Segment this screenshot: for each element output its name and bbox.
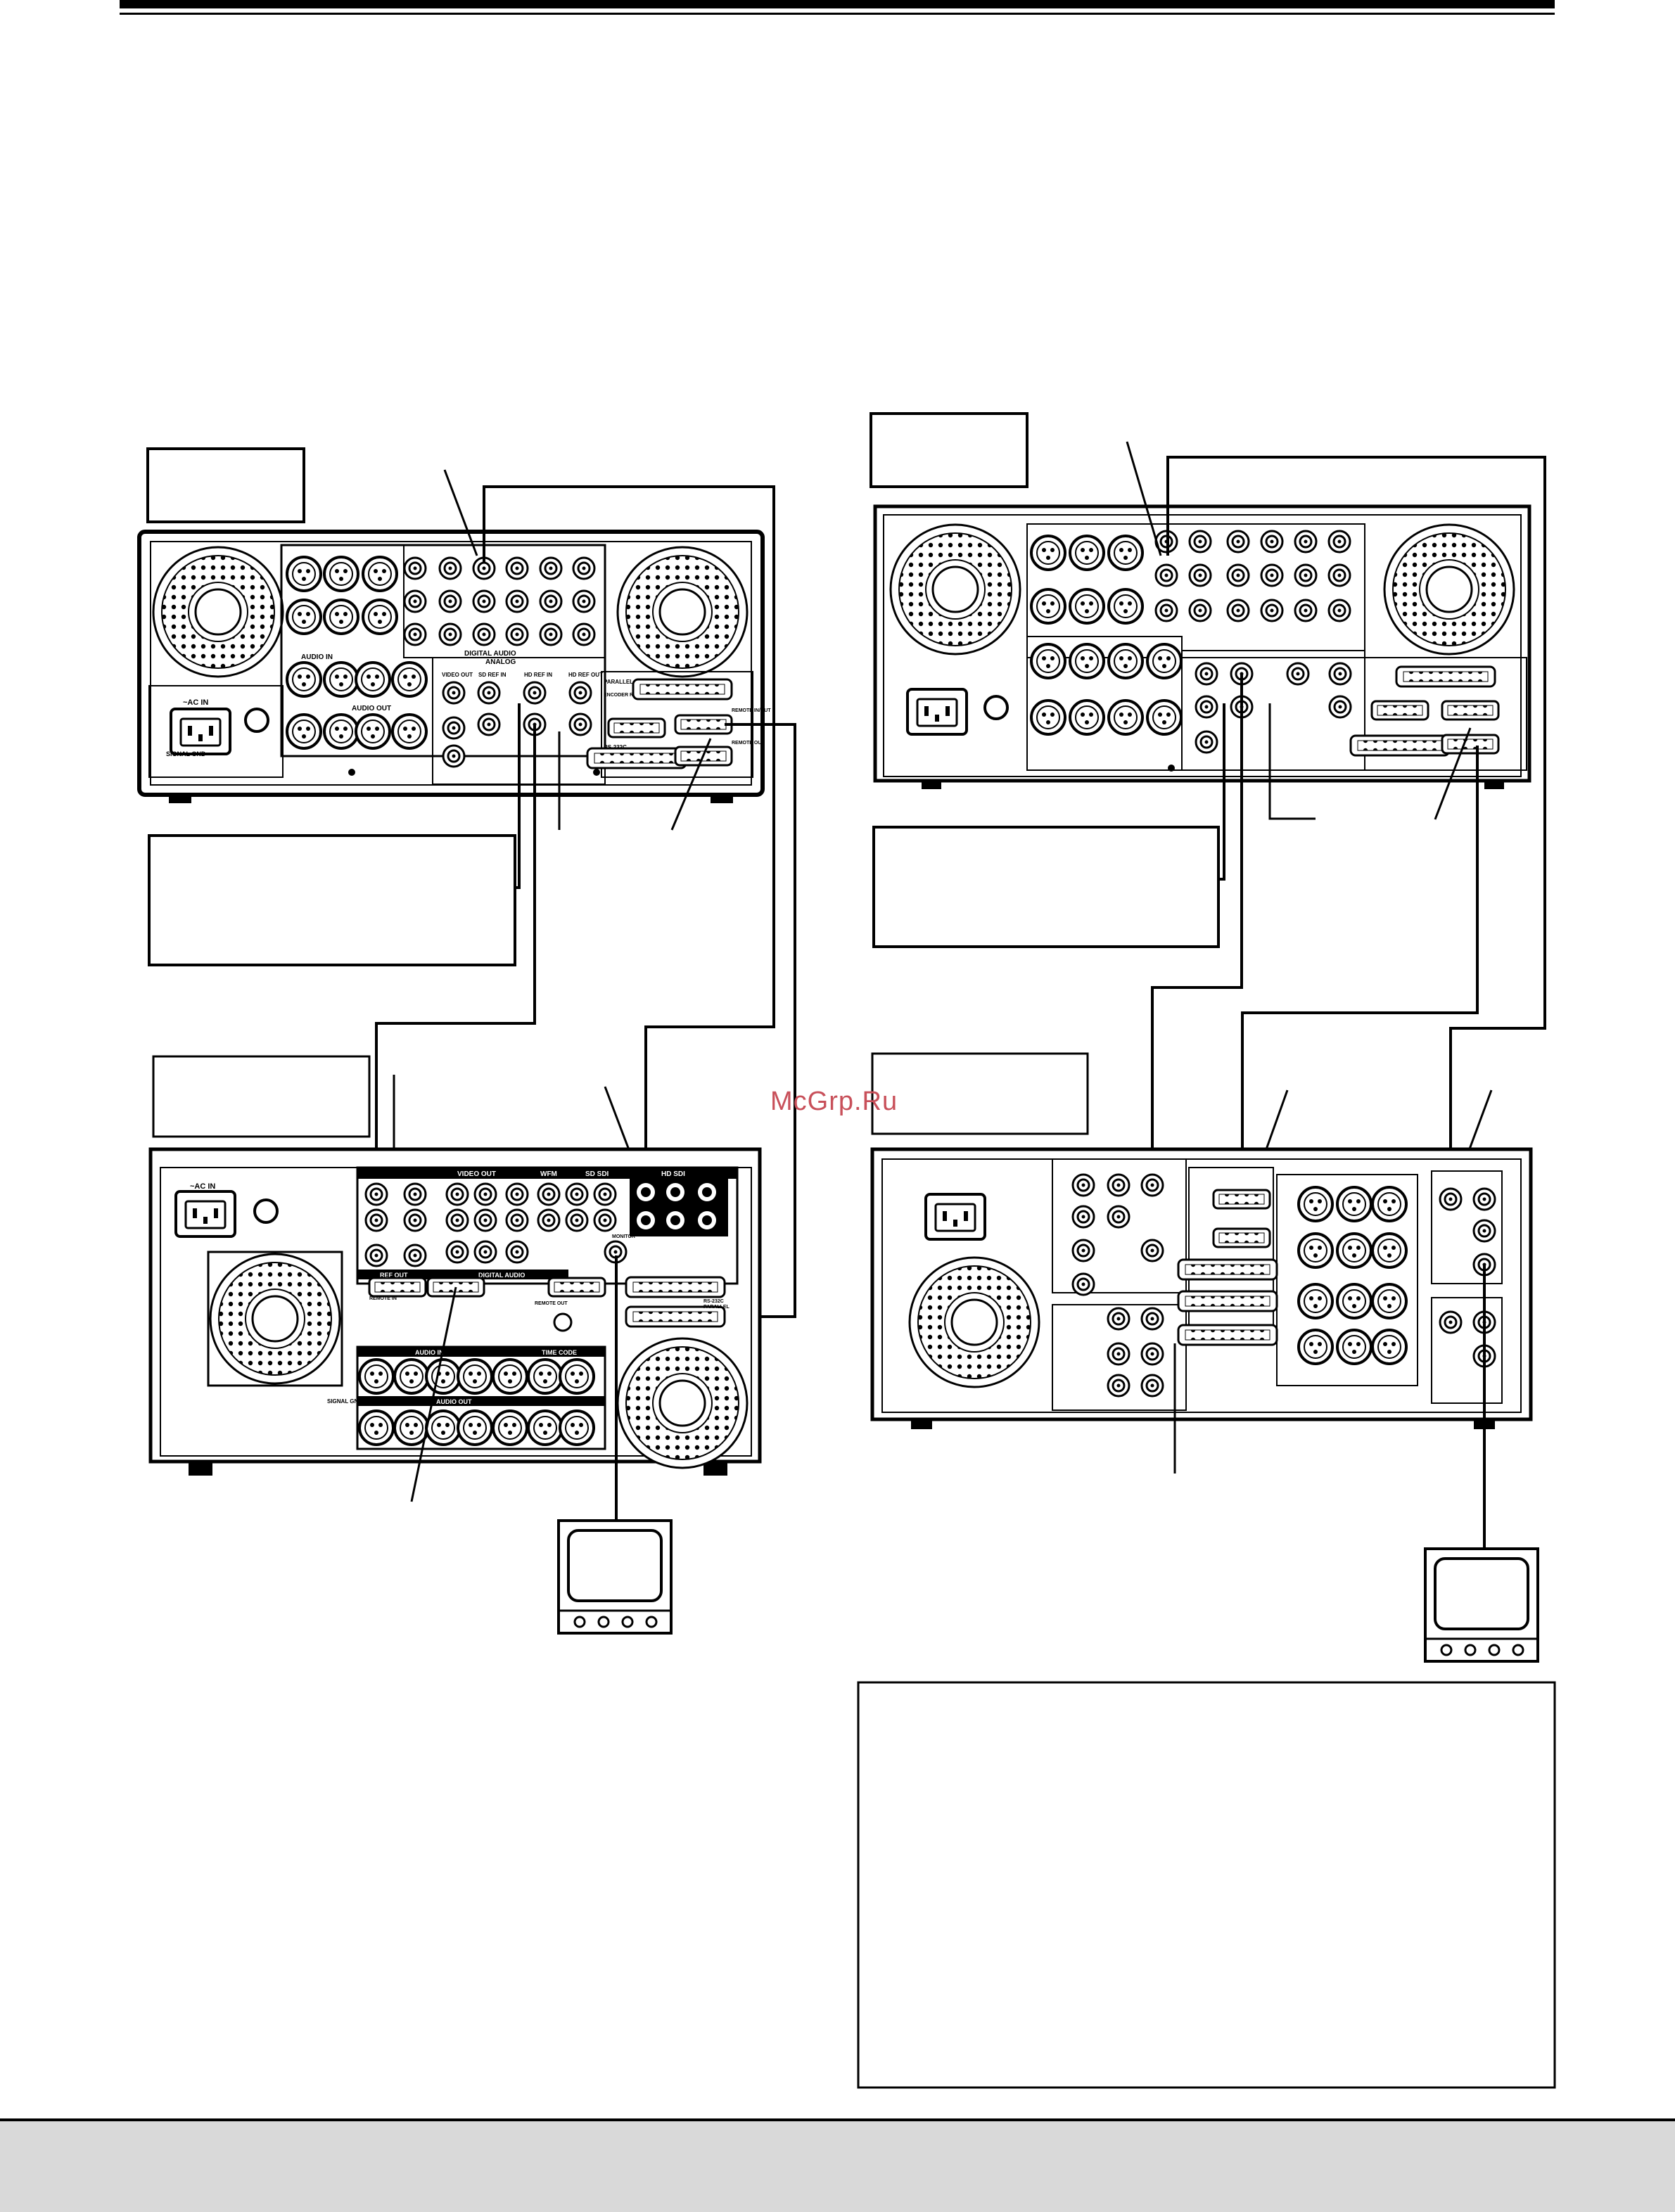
left-video-out-label: VIDEO OUT xyxy=(442,672,473,678)
label-box-left-note xyxy=(148,834,516,966)
left-analog-label: ANALOG xyxy=(485,658,516,666)
lower-left-ac-in-label: ~AC IN xyxy=(190,1182,215,1191)
label-box-left-recorder xyxy=(152,1055,371,1138)
left-remote-out-label: REMOTE OUT xyxy=(732,741,765,746)
left-rs232c-label: RS-232C xyxy=(604,744,627,750)
left-audio-out-label: AUDIO OUT xyxy=(352,705,391,712)
left-digital-audio-label: DIGITAL AUDIO xyxy=(464,650,516,658)
left-encoder-remote-label: ENCODER REMOTE xyxy=(604,693,651,698)
watermark-text: McGrp.Ru xyxy=(770,1087,898,1116)
lower-left-video-out-label: VIDEO OUT xyxy=(457,1170,496,1178)
lower-left-parallel-label: PARALLEL xyxy=(703,1305,730,1310)
lower-left-audio-in-label: AUDIO IN xyxy=(415,1349,444,1356)
left-hd-ref-out-label: HD REF OUT xyxy=(568,672,603,678)
note-box-bottom-right xyxy=(857,1681,1556,2089)
lower-left-hd-sdi-label: HD SDI xyxy=(661,1170,685,1178)
lower-left-sd-sdi-label: SD SDI xyxy=(585,1170,609,1178)
left-video-monitor xyxy=(557,1519,673,1635)
top-rule-thin xyxy=(120,13,1555,15)
left-signal-gnd-label: SIGNAL GND xyxy=(166,750,206,757)
lower-left-digital-audio-label: DIGITAL AUDIO xyxy=(478,1272,525,1279)
lower-left-signal-gnd-label: SIGNAL GND xyxy=(327,1398,362,1405)
label-box-right-player xyxy=(870,412,1028,488)
left-sd-ref-in-label: SD REF IN xyxy=(478,672,507,678)
left-recorder-deck: ~AC IN SIGNAL GND VIDEO OUT WFM SD SDI H… xyxy=(148,1147,762,1476)
label-box-left-player xyxy=(146,447,305,523)
top-rule xyxy=(120,0,1555,8)
left-hd-ref-in-label: HD REF IN xyxy=(524,672,552,678)
label-box-right-recorder xyxy=(871,1052,1089,1135)
lower-left-audio-out-label: AUDIO OUT xyxy=(436,1398,472,1405)
lower-left-monitor-label: MONITOR xyxy=(612,1234,635,1239)
left-audio-in-label: AUDIO IN xyxy=(301,653,333,661)
label-box-right-note xyxy=(872,826,1220,948)
lower-left-remote-in-label: REMOTE IN xyxy=(369,1296,397,1301)
page-footer-bar xyxy=(0,2118,1675,2212)
lower-left-wfm-label: WFM xyxy=(540,1170,557,1178)
right-recorder-deck xyxy=(870,1147,1533,1429)
left-ac-in-label: ~AC IN xyxy=(183,698,208,707)
lower-left-remote-out-label: REMOTE OUT xyxy=(535,1301,568,1306)
left-player-deck: ~AC IN SIGNAL GND AUDIO IN AUDIO OUT DIG… xyxy=(137,530,771,803)
right-player-deck xyxy=(873,504,1531,789)
left-remote-in-out-label: REMOTE IN/OUT xyxy=(732,708,771,713)
left-parallel-label: PARALLEL xyxy=(604,679,633,685)
lower-left-time-code-label: TIME CODE xyxy=(542,1349,577,1356)
right-video-monitor xyxy=(1424,1547,1539,1663)
lower-left-ref-out-label: REF OUT xyxy=(380,1272,408,1279)
lower-left-rs232c-label: RS-232C xyxy=(703,1299,724,1304)
